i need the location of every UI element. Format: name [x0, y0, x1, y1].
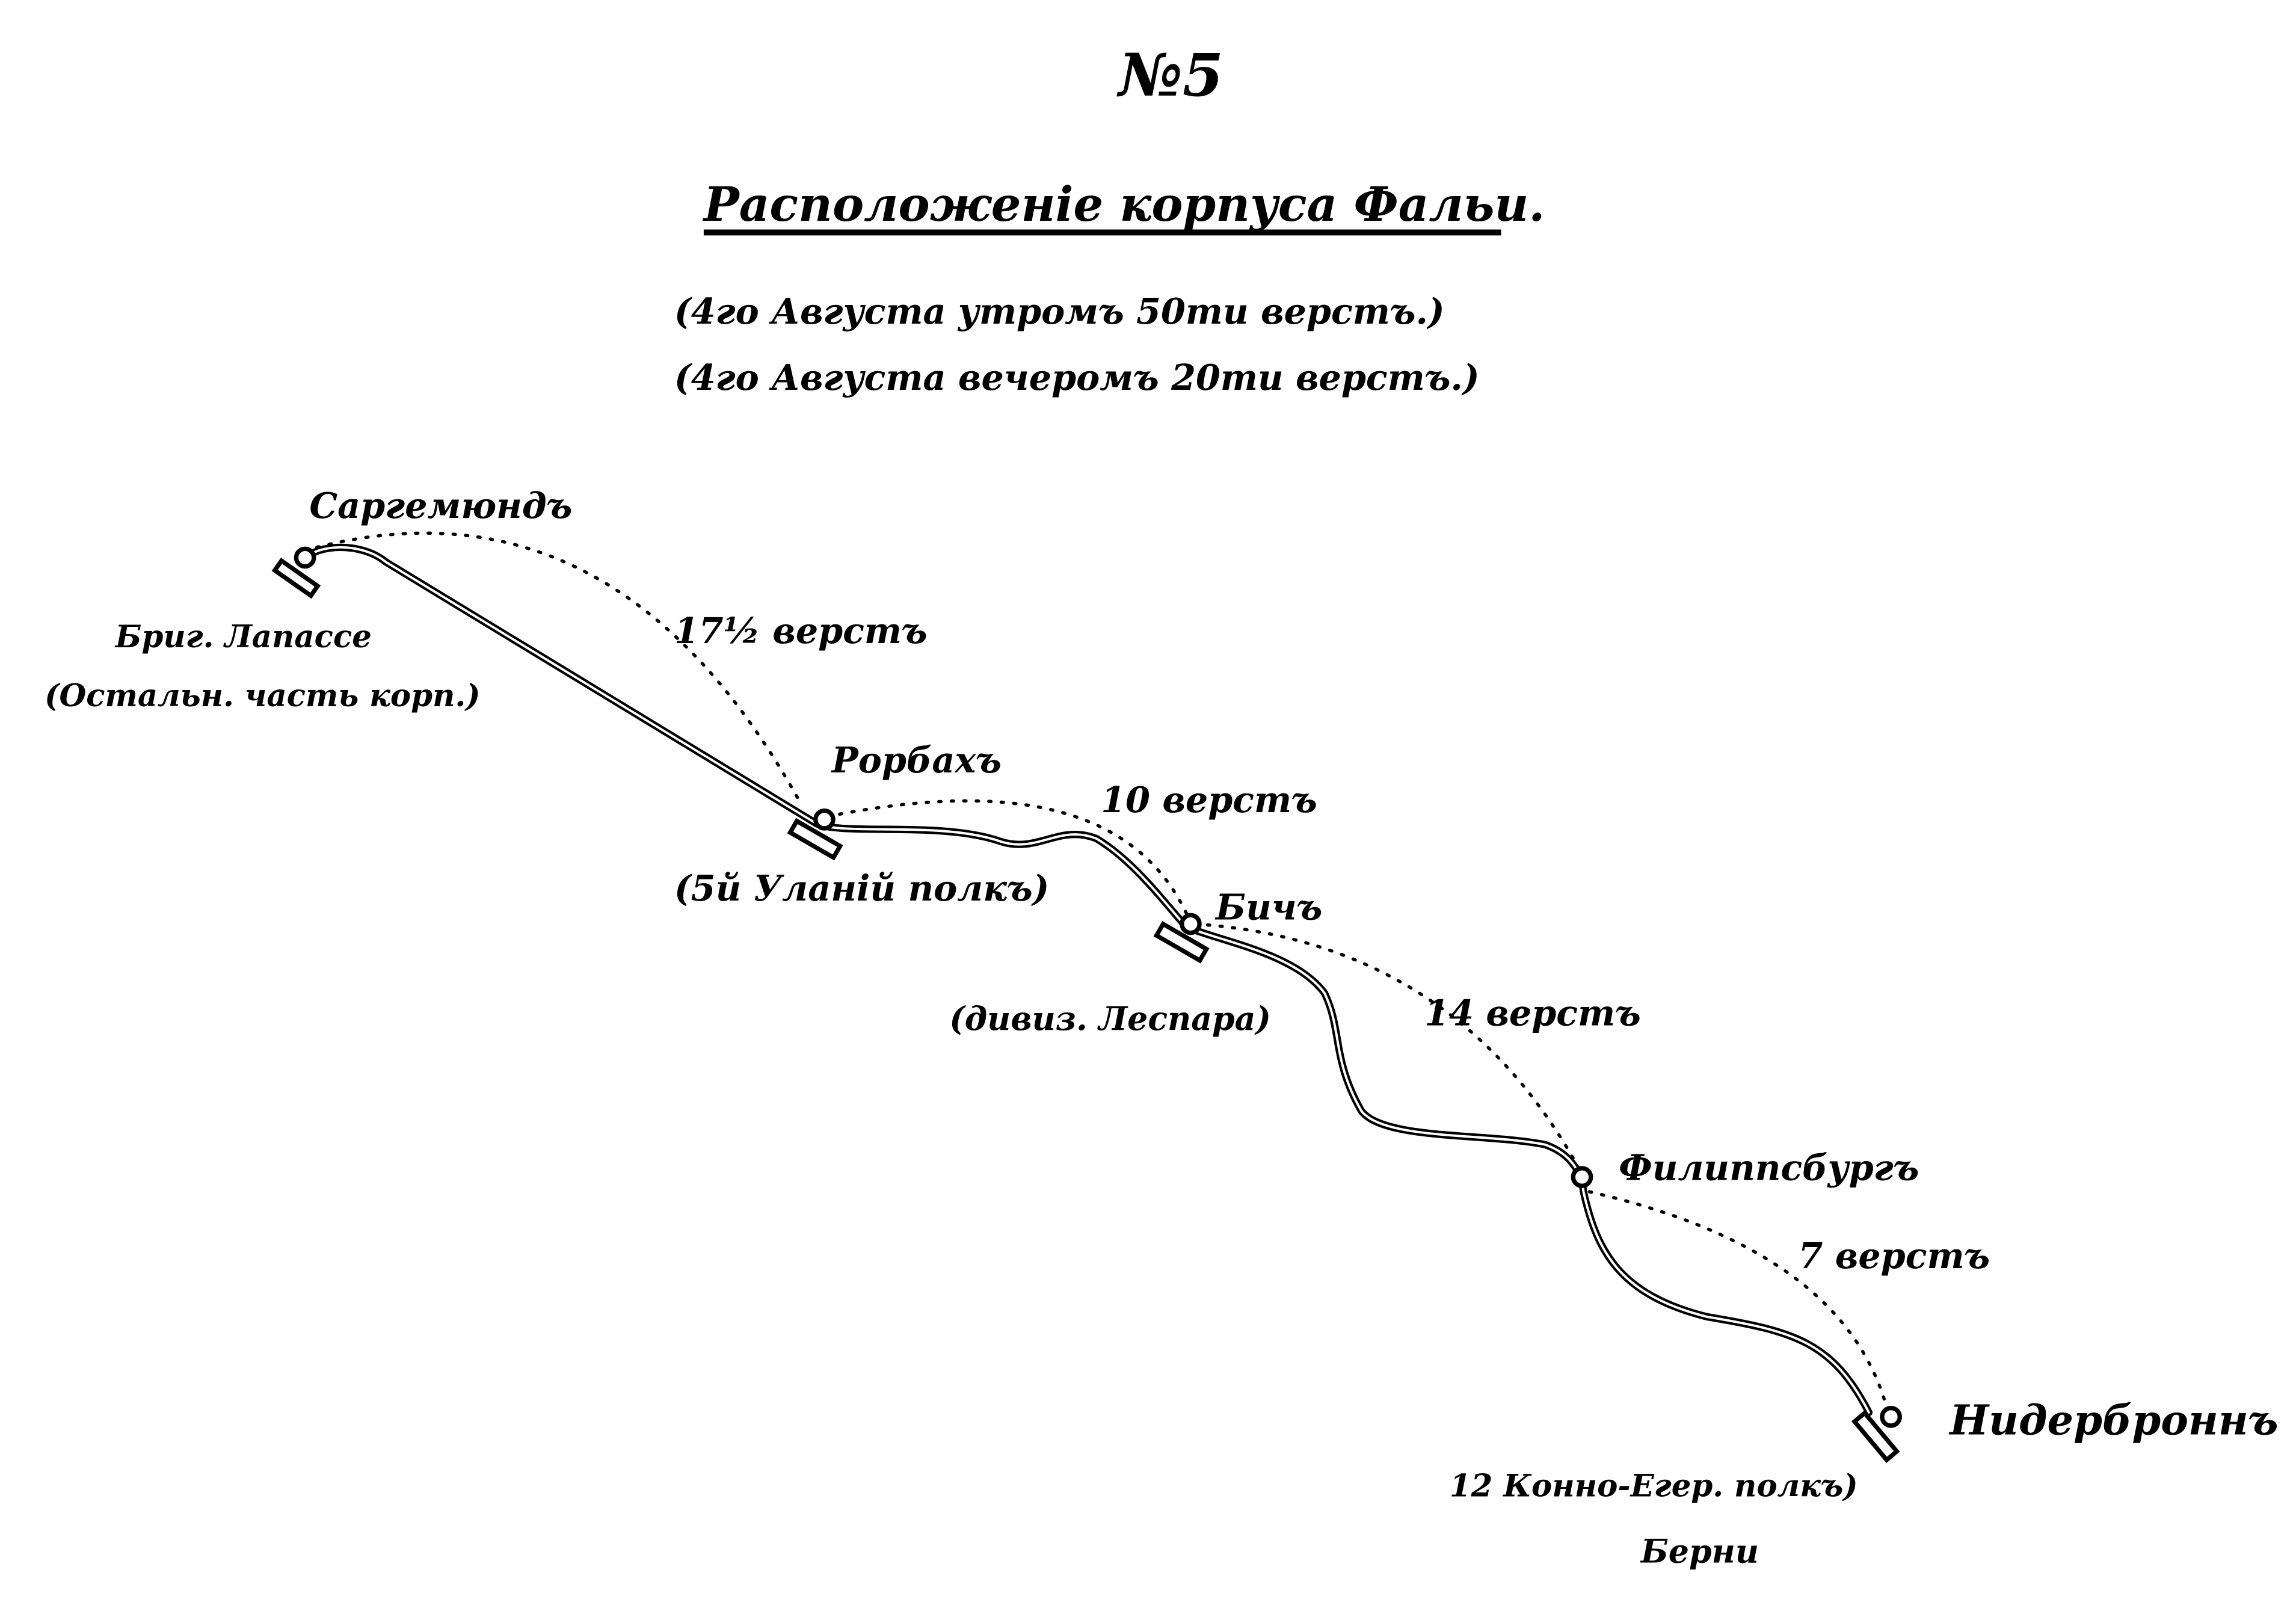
town-marker-philippsburg — [1571, 1166, 1593, 1188]
dotted-distance-1 — [315, 531, 804, 808]
map-number: №5 — [1116, 41, 1223, 110]
unit-marker-rohrbach — [787, 818, 843, 861]
town-label-philippsburg: Филиппсбургъ — [1619, 1147, 1919, 1189]
town-marker-sarreguemines — [294, 546, 316, 569]
unit-marker-sarreguemines — [271, 558, 321, 599]
subtitle-evening: (4го Августа вечеромъ 20ти верстъ.) — [674, 357, 1480, 398]
dotted-distance-2 — [825, 799, 1191, 922]
unit-label-sarreguemines-1: Бриг. Лапассе — [114, 619, 372, 655]
distance-label-4: 7 верстъ — [1799, 1235, 1990, 1277]
subtitle-morning: (4го Августа утромъ 50ти верстъ.) — [674, 291, 1445, 332]
town-marker-rohrbach — [813, 808, 836, 831]
town-label-rohrbach: Рорбахъ — [831, 739, 1002, 781]
march-road — [301, 543, 1873, 1417]
dotted-distance-3 — [1193, 922, 1584, 1176]
dotted-distance-4 — [1587, 1190, 1890, 1414]
unit-label-rohrbach: (5й Уланiй полкъ) — [674, 867, 1049, 909]
unit-label-niederbronn-1: 12 Конно-Егер. полкъ) — [1450, 1468, 1858, 1504]
unit-label-sarreguemines-2: (Остальн. часть корп.) — [45, 678, 480, 714]
distance-label-3: 14 верстъ — [1424, 993, 1641, 1034]
unit-label-bitche: (дивиз. Леспара) — [949, 999, 1271, 1038]
town-label-niederbronn: Нидерброннъ — [1948, 1397, 2278, 1445]
distance-label-1: 17½ верстъ — [674, 610, 928, 651]
town-marker-bitche — [1180, 913, 1202, 935]
town-label-bitche: Бичъ — [1214, 887, 1322, 928]
map-title: Расположеніе корпуса Фальи. — [703, 177, 1545, 232]
unit-marker-bitche — [1153, 921, 1210, 964]
town-label-sarreguemines: Саргемюндъ — [309, 485, 572, 526]
unit-marker-niederbronn — [1851, 1409, 1900, 1463]
town-marker-niederbronn — [1880, 1405, 1902, 1428]
distance-label-2: 10 верстъ — [1101, 779, 1317, 821]
unit-label-niederbronn-2: Берни — [1640, 1532, 1759, 1570]
